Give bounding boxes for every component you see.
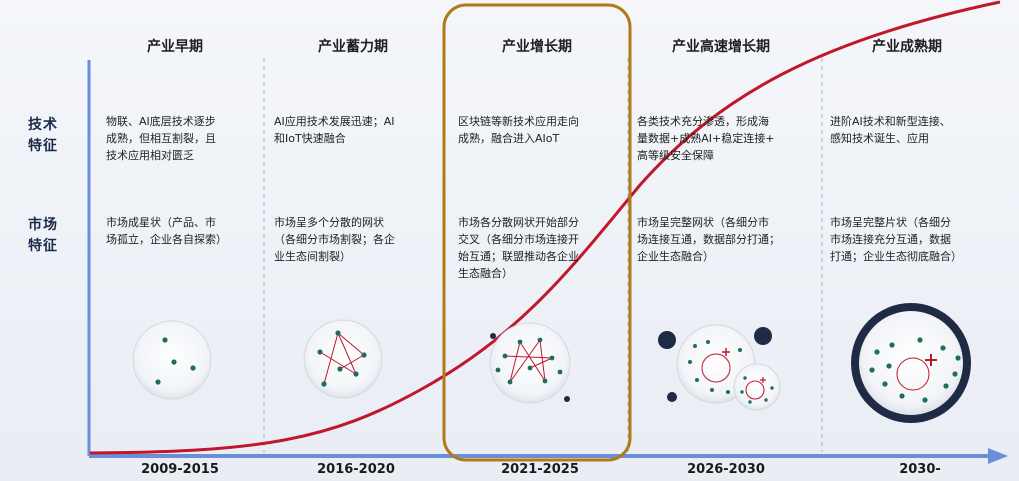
tech-row-label: 技术 特征: [28, 117, 58, 154]
year-label-3: 2021-2025: [501, 462, 579, 477]
year-label-2: 2016-2020: [317, 462, 395, 477]
market-cell-2: 市场呈多个分散的网状 （各细分市场割裂；各企 业生态间割裂）: [274, 216, 395, 263]
market-cell-1: 市场成星状（产品、市 场孤立，企业各自探索）: [106, 216, 227, 246]
network-mesh: [658, 324, 781, 411]
market-row-label: 市场 特征: [28, 217, 58, 254]
phase-title-5: 产业成熟期: [872, 39, 942, 55]
phase-title-2: 产业蓄力期: [318, 39, 388, 55]
market-cell-4: 市场呈完整网状（各细分市 场连接互通，数据部分打通； 企业生态融合）: [637, 216, 780, 263]
phase-title-3: 产业增长期: [502, 39, 572, 55]
phase-title-4: 产业高速增长期: [672, 39, 770, 55]
tech-cell-2: AI应用技术发展迅速；AI 和IoT快速融合: [274, 115, 395, 145]
network-star: [132, 320, 212, 400]
year-label-5: 2030-: [899, 462, 941, 477]
growth-curve: [89, 0, 1001, 455]
year-label-1: 2009-2015: [141, 462, 219, 477]
market-cell-3: 市场各分散网状开始部分 交叉（各细分市场连接开 始互通；联盟推动各企业 生态融合…: [458, 216, 579, 280]
tech-cell-3: 区块链等新技术应用走向 成熟，融合进入AIoT: [458, 115, 579, 145]
tech-cell-4: 各类技术充分渗透，形成海 量数据+成熟AI+稳定连接+ 高等级安全保障: [637, 115, 775, 162]
growth-phase-highlight: [442, 3, 632, 462]
phase-title-1: 产业早期: [147, 39, 203, 55]
network-crossing: [489, 322, 571, 404]
network-sheet: [851, 303, 971, 423]
year-label-4: 2026-2030: [687, 462, 765, 477]
x-axis-arrow: [988, 448, 1008, 464]
market-cell-5: 市场呈完整片状（各细分 市场连接充分互通，数据 打通；企业生态彻底融合）: [830, 216, 962, 263]
tech-cell-5: 进阶AI技术和新型连接、 感知技术诞生、应用: [830, 115, 951, 145]
tech-cell-1: 物联、AI底层技术逐步 成熟，但相互割裂，且 技术应用相对匮乏: [106, 115, 216, 162]
network-scattered: [303, 319, 383, 399]
